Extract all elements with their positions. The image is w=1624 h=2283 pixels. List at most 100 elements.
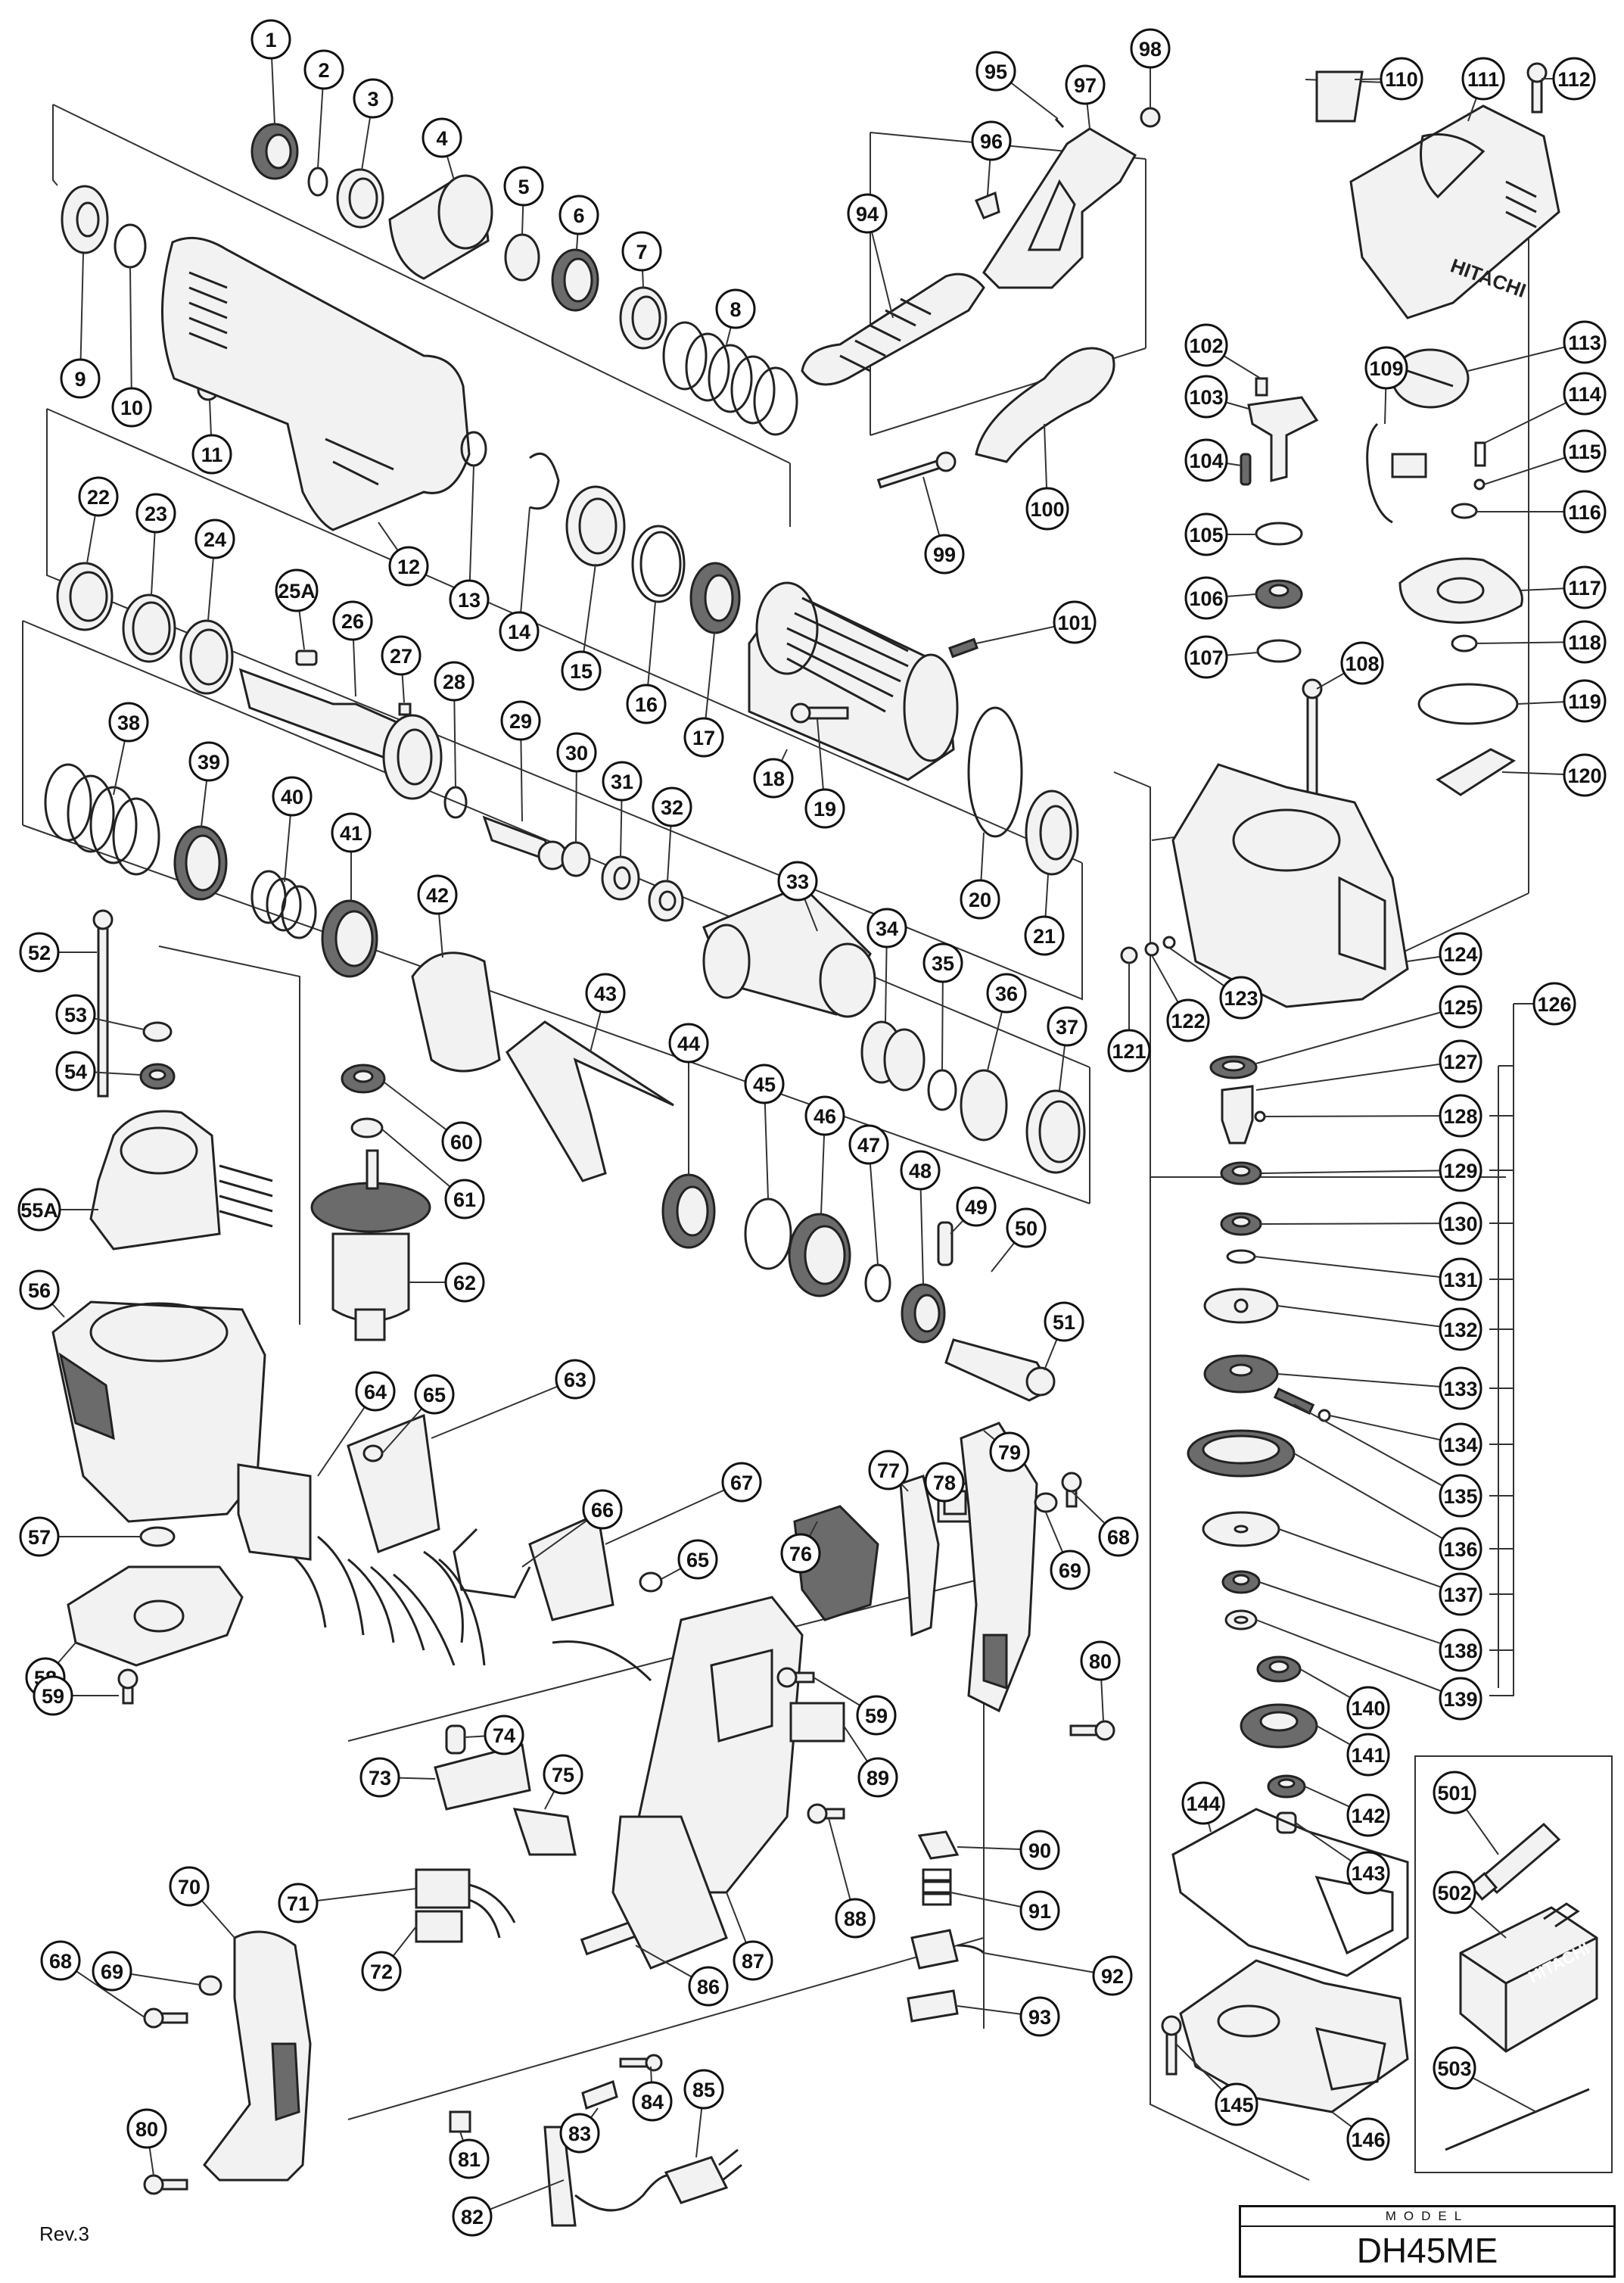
callout-ring bbox=[924, 1462, 965, 1503]
callout-number: 93 bbox=[1028, 2006, 1051, 2029]
pin-95 bbox=[1054, 117, 1065, 129]
cap-74 bbox=[445, 1724, 466, 1755]
callout-number: 86 bbox=[697, 1976, 720, 1998]
callout-ring bbox=[632, 2081, 673, 2122]
ring-7 bbox=[619, 286, 667, 350]
callout-number: 136 bbox=[1443, 1538, 1477, 1561]
callout-number: 98 bbox=[1139, 38, 1162, 61]
callout-number: 61 bbox=[453, 1188, 476, 1211]
callout-number: 65 bbox=[686, 1549, 709, 1571]
callout-number: 96 bbox=[980, 130, 1003, 153]
callout-ring bbox=[1346, 1793, 1390, 1837]
clip-93 bbox=[907, 1989, 959, 2023]
band-100 bbox=[975, 347, 1115, 463]
ring-23 bbox=[122, 593, 176, 663]
callout-ring bbox=[1433, 2046, 1476, 2090]
callout-number: 122 bbox=[1171, 1010, 1205, 1032]
callout-ring bbox=[17, 1188, 61, 1232]
bearing-140 bbox=[1256, 1655, 1302, 1683]
callout-c48: 48 bbox=[900, 1150, 941, 1191]
callout-ring bbox=[1433, 1870, 1476, 1914]
callout-ring bbox=[78, 476, 119, 517]
callout-c20: 20 bbox=[960, 879, 1000, 920]
callout-c105: 105 bbox=[1184, 512, 1228, 556]
callout-ring bbox=[1346, 1851, 1390, 1895]
callout-c74: 74 bbox=[484, 1715, 524, 1755]
callout-c97: 97 bbox=[1065, 64, 1106, 105]
spring-38 bbox=[44, 763, 160, 876]
callout-ring bbox=[856, 1695, 897, 1736]
callout-ring bbox=[1563, 429, 1607, 473]
capacitor-71 bbox=[415, 1868, 516, 1939]
callout-c68a: 68 bbox=[40, 1940, 81, 1981]
callout-ring bbox=[866, 908, 907, 948]
callout-c99: 99 bbox=[924, 534, 965, 575]
tool-holder-26 bbox=[238, 668, 443, 800]
ring-121 bbox=[1120, 946, 1138, 964]
ring-6 bbox=[551, 248, 599, 312]
callout-c8: 8 bbox=[715, 288, 756, 329]
spring-40 bbox=[250, 870, 317, 939]
callout-c104: 104 bbox=[1184, 438, 1228, 482]
callout-number: 51 bbox=[1053, 1311, 1075, 1334]
callout-number: 20 bbox=[969, 889, 991, 911]
ring-123 bbox=[1162, 936, 1176, 949]
callout-number: 3 bbox=[367, 88, 378, 111]
plate-117 bbox=[1398, 557, 1523, 624]
callout-c136: 136 bbox=[1439, 1527, 1482, 1571]
callout-number: 31 bbox=[611, 771, 633, 793]
callout-ring bbox=[1181, 1781, 1225, 1825]
washer-32 bbox=[648, 880, 684, 922]
callout-number: 57 bbox=[28, 1526, 51, 1549]
callout-ring bbox=[1019, 1996, 1060, 2037]
callout-number: 21 bbox=[1033, 925, 1056, 948]
callout-number: 85 bbox=[692, 2079, 715, 2101]
callout-ring bbox=[960, 879, 1000, 920]
callout-c138: 138 bbox=[1439, 1628, 1482, 1672]
callout-c2: 2 bbox=[303, 49, 344, 90]
callout-c40: 40 bbox=[272, 776, 313, 817]
ring-31 bbox=[601, 855, 640, 901]
callout-c120: 120 bbox=[1563, 753, 1607, 797]
callout-ring bbox=[1439, 1628, 1482, 1672]
callout-c50: 50 bbox=[1006, 1207, 1047, 1248]
callout-ring bbox=[1439, 1307, 1482, 1351]
callout-c70: 70 bbox=[169, 1866, 210, 1907]
callout-ring bbox=[275, 568, 319, 612]
callout-ring bbox=[60, 358, 101, 399]
callout-c88: 88 bbox=[835, 1898, 876, 1939]
callout-ring bbox=[1024, 915, 1065, 956]
screw-88 bbox=[807, 1803, 845, 1824]
callout-c19: 19 bbox=[804, 788, 845, 829]
callout-number: 125 bbox=[1443, 996, 1477, 1019]
clip-120 bbox=[1436, 748, 1517, 796]
callout-c142: 142 bbox=[1346, 1793, 1390, 1837]
callout-number: 38 bbox=[117, 712, 140, 734]
callout-number: 88 bbox=[844, 1908, 866, 1930]
leader-line-c132 bbox=[1277, 1305, 1461, 1330]
callout-ring bbox=[1025, 487, 1069, 531]
callout-ring bbox=[971, 120, 1012, 161]
callout-ring bbox=[1340, 641, 1384, 685]
callout-number: 128 bbox=[1443, 1105, 1477, 1128]
callout-ring bbox=[1346, 2117, 1390, 2161]
brush-holder-63 bbox=[287, 1413, 486, 1666]
callout-ring bbox=[543, 1754, 583, 1795]
callout-ring bbox=[126, 2108, 167, 2149]
callout-ring bbox=[169, 1866, 210, 1907]
accessory-inset-frame bbox=[1414, 1755, 1613, 2173]
callout-c3: 3 bbox=[353, 78, 394, 119]
screw-68-left bbox=[143, 2007, 188, 2029]
o-ring-119 bbox=[1417, 683, 1519, 725]
callout-c501: 501 bbox=[1433, 1771, 1476, 1814]
ring-116 bbox=[1451, 503, 1478, 519]
callout-number: 13 bbox=[458, 589, 481, 612]
callout-number: 47 bbox=[857, 1134, 880, 1157]
callout-c47: 47 bbox=[848, 1124, 889, 1165]
callout-ring bbox=[1047, 1006, 1087, 1047]
grease-tube-501 bbox=[1468, 1822, 1561, 1901]
callout-number: 18 bbox=[762, 768, 785, 790]
leader-line-c130 bbox=[1260, 1222, 1461, 1225]
bolt-19 bbox=[790, 702, 849, 724]
